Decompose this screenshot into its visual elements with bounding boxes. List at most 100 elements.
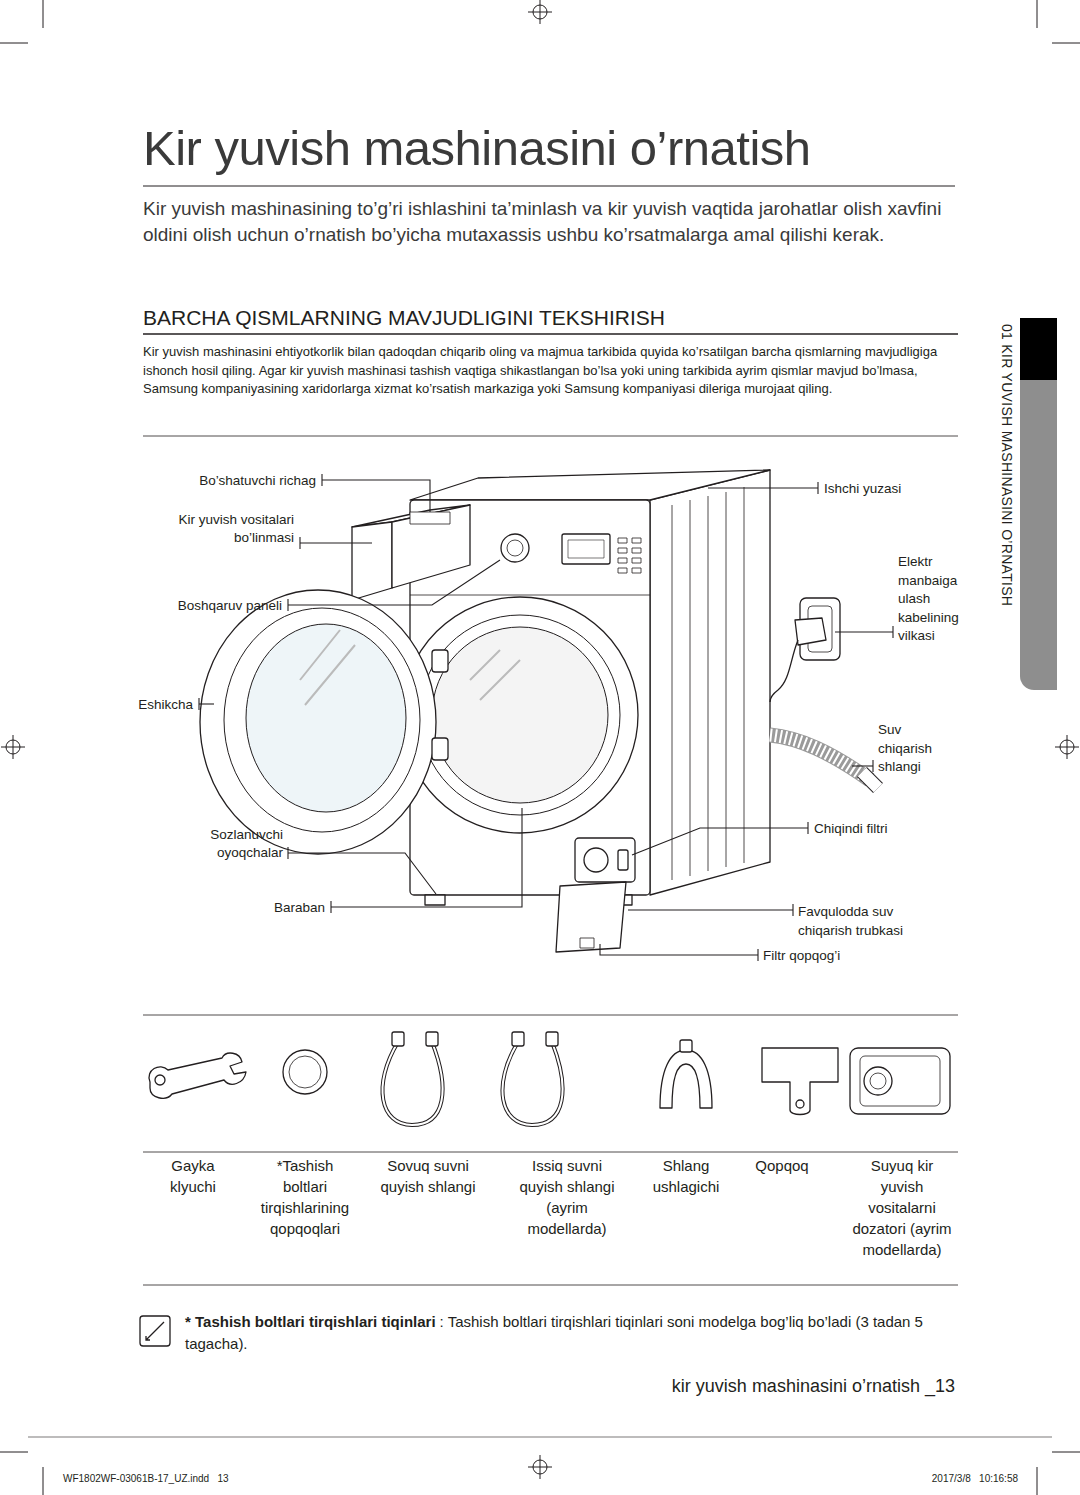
rule-lines-part <box>143 186 955 187</box>
accessory-icons-part <box>546 1032 558 1046</box>
rule-lines-part <box>28 1437 1052 1438</box>
washing-machine-part-part <box>632 538 641 543</box>
leader-lines-part <box>321 474 322 486</box>
washing-machine-part <box>862 772 878 788</box>
accessory-icons-part <box>850 1048 950 1114</box>
accessory-icons-part <box>860 1056 940 1106</box>
washing-machine-part <box>410 470 770 500</box>
rule-lines-part <box>143 436 958 437</box>
part-label: Kir yuvish vositalari bo’linmasi <box>134 511 294 547</box>
intro-text: Kir yuvish mashinasining to’g’ri ishlash… <box>143 196 958 248</box>
accessory-icons-part <box>512 1032 524 1046</box>
washing-machine-part <box>410 512 450 524</box>
note-term: * Tashish boltlari tirqishlari tiqinlari <box>185 1313 436 1330</box>
washing-machine-part <box>200 590 436 854</box>
washing-machine-part <box>507 540 523 556</box>
print-marks-part <box>528 0 552 24</box>
part-label: Filtr qopqog’i <box>763 947 903 964</box>
washing-machine-part-part <box>632 548 641 553</box>
part-label: Baraban <box>235 899 325 916</box>
washing-machine-part <box>470 650 520 700</box>
rule-lines-part <box>143 1152 958 1153</box>
part-label: Favqulodda suv chiqarish trubkasi <box>798 902 948 940</box>
washing-machine-part <box>650 470 770 895</box>
leader-lines-part <box>330 901 331 913</box>
washing-machine-part <box>618 850 628 870</box>
washing-machine-part <box>420 615 620 815</box>
accessory-icons-part <box>762 1048 838 1115</box>
rule-lines <box>28 186 1052 1437</box>
print-marks-part <box>528 1455 552 1479</box>
leader-lines-part <box>807 822 808 834</box>
washing-machine-part <box>770 735 870 780</box>
page-title: Kir yuvish mashinasini o’rnatish <box>143 118 811 178</box>
leader-lines-part <box>708 487 818 488</box>
print-info: 2017/3/8 10:16:58 <box>818 1472 1018 1485</box>
washing-machine-part <box>556 882 626 952</box>
accessory-icons-part <box>289 1056 321 1088</box>
section-tab: 01 KIR YUVISH MASHINASINI O’RNATISH <box>990 318 1057 690</box>
accessory-label: Qopqoq <box>742 1155 822 1176</box>
part-label: Elektr manbaiga ulash kabelining vilkasi <box>898 553 976 646</box>
accessory-icons-part <box>382 1042 442 1125</box>
washing-machine-part-part <box>618 558 627 563</box>
washing-machine-part <box>246 624 406 812</box>
accessory-icons-part <box>660 1050 712 1108</box>
note-icon <box>140 1316 170 1346</box>
leader-lines-part <box>817 482 818 494</box>
washing-machine-part-part <box>618 538 627 543</box>
print-info: WF1802WF-03061B-17_UZ.indd 13 <box>63 1472 363 1485</box>
leader-lines-part <box>892 626 893 638</box>
accessory-label: Suyuq kir yuvish vositalarni dozatori (a… <box>848 1155 956 1260</box>
washing-machine-part-part <box>618 548 627 553</box>
leader-lines-part <box>872 760 873 772</box>
washing-machine-part <box>300 630 355 705</box>
note-block: * Tashish boltlari tirqishlari tiqinlari… <box>185 1311 960 1355</box>
section-heading: BARCHA QISMLARNING MAVJUDLIGINI TEKSHIRI… <box>143 305 958 331</box>
part-label: Boshqaruv paneli <box>132 597 282 614</box>
washing-machine-part <box>432 627 608 803</box>
washing-machine-part <box>224 608 420 832</box>
washing-machine-part <box>402 597 638 833</box>
leader-lines-part <box>288 853 436 894</box>
leader-lines-part <box>792 904 793 916</box>
washing-machine-part <box>501 534 529 562</box>
washing-machine-part <box>672 487 744 880</box>
accessory-icons-part <box>382 1042 442 1125</box>
part-label: Sozlanuvchi oyoqchalar <box>173 826 283 862</box>
accessory-label: Sovuq suvni quyish shlangi <box>369 1155 487 1197</box>
note-icon-part <box>146 1322 164 1340</box>
washing-machine-part <box>580 938 594 948</box>
washing-machine-part <box>562 534 610 564</box>
body-text: Kir yuvish mashinasini ehtiyotkorlik bil… <box>143 343 958 399</box>
washing-machine-part <box>770 735 870 780</box>
rule-lines-part <box>143 1015 958 1016</box>
accessory-label: Shlang ushlagichi <box>639 1155 734 1197</box>
leader-lines-part <box>288 560 500 605</box>
part-label: Suv chiqarish shlangi <box>878 721 958 777</box>
accessory-icons <box>149 1032 950 1125</box>
accessory-label: *Tashish boltlari tirqishlarining qopqoq… <box>253 1155 358 1239</box>
accessory-label: Issiq suvni quyish shlangi (ayrim modell… <box>510 1155 625 1239</box>
leader-lines-part <box>852 765 873 766</box>
leader-lines-part <box>299 537 300 549</box>
washing-machine-part <box>618 538 641 573</box>
washing-machine-part <box>352 522 392 600</box>
leader-lines-part <box>600 944 758 955</box>
accessory-icons-part <box>502 1042 562 1125</box>
washing-machine <box>200 470 878 952</box>
accessory-icons-part <box>283 1050 327 1094</box>
washing-machine-part <box>392 505 470 588</box>
print-marks-part <box>1055 735 1079 759</box>
part-label: Bo’shatuvchi richag <box>146 472 316 489</box>
accessory-icons-part <box>502 1042 562 1125</box>
leader-lines-part <box>300 542 372 543</box>
washing-machine-part <box>425 895 445 905</box>
part-label: Chiqindi filtri <box>814 820 954 837</box>
leader-lines-part <box>198 698 199 710</box>
accessory-icons-part <box>870 1073 886 1089</box>
washing-machine-part <box>432 738 448 760</box>
washing-machine-part <box>568 540 604 558</box>
